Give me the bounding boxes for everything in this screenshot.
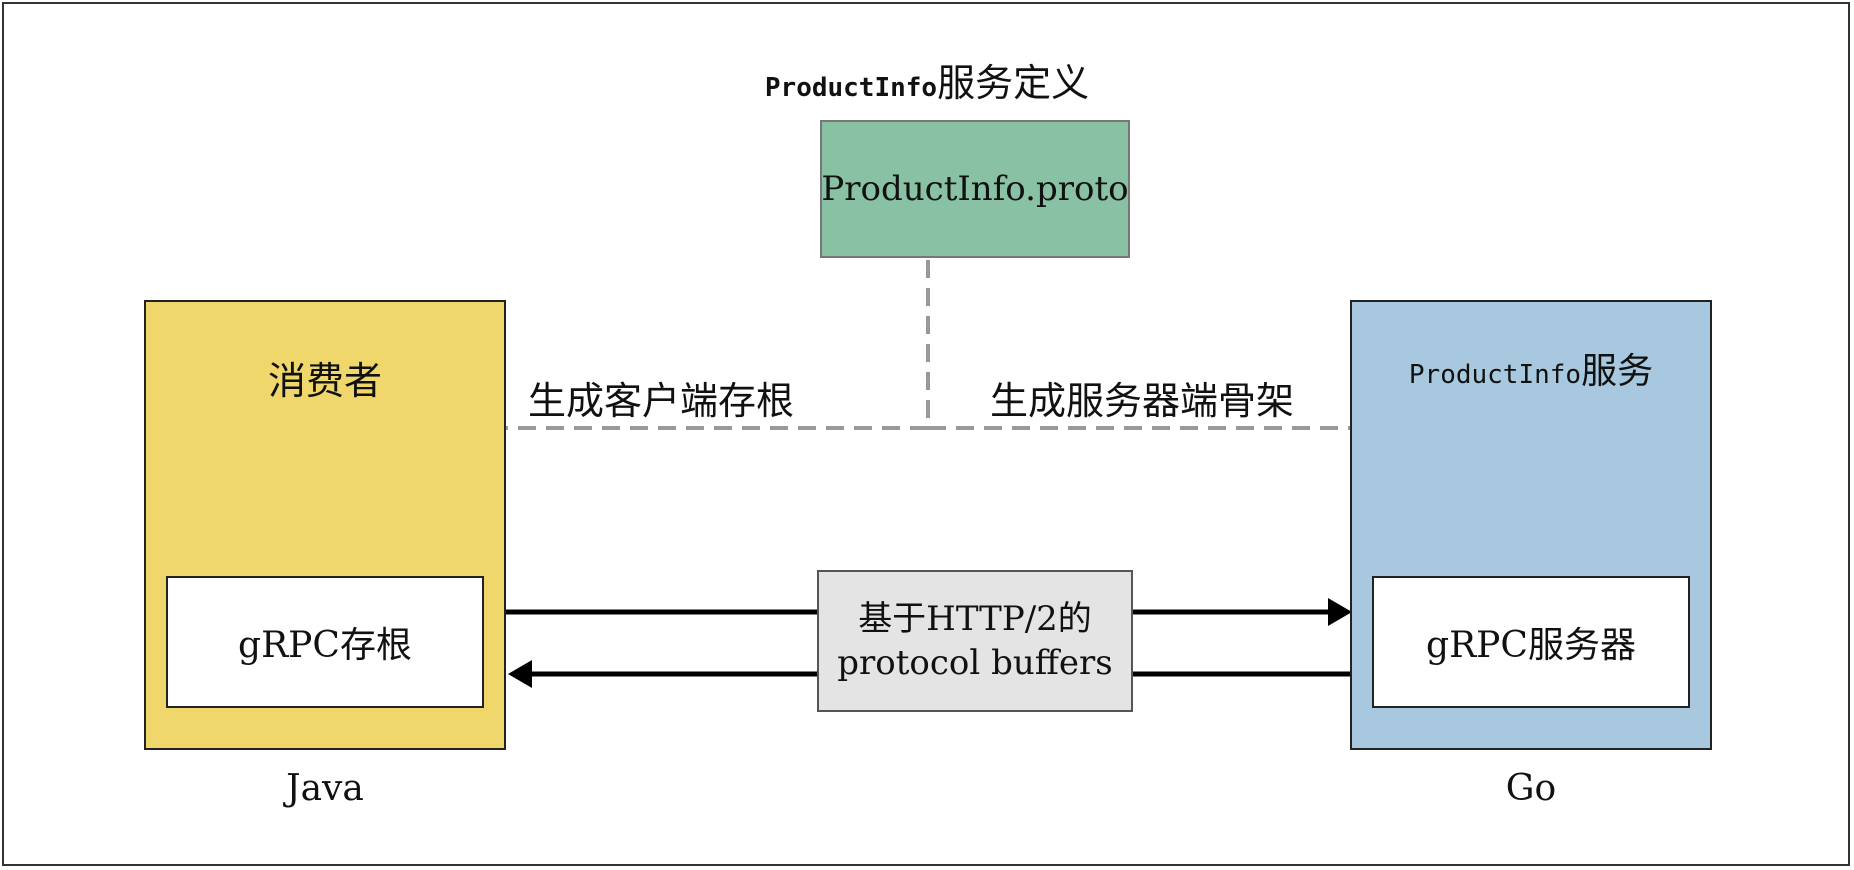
generate-client-label: 生成客户端存根 <box>528 379 795 423</box>
proto-title: ProductInfo服务定义 <box>0 52 1854 107</box>
proto-title-mono: ProductInfo <box>764 73 938 103</box>
transport-line-2: protocol buffers <box>837 643 1113 683</box>
transport-box: 基于HTTP/2的 protocol buffers <box>817 570 1133 712</box>
grpc-server-box: gRPC服务器 <box>1372 576 1690 708</box>
transport-line-1: 基于HTTP/2的 <box>858 599 1092 639</box>
grpc-stub-box: gRPC存根 <box>166 576 484 708</box>
grpc-server-label: gRPC服务器 <box>1426 625 1636 666</box>
consumer-language: Java <box>286 768 364 809</box>
proto-title-suffix: 服务定义 <box>937 61 1090 105</box>
generate-server-label: 生成服务器端骨架 <box>990 379 1295 423</box>
service-language: Go <box>1505 768 1557 809</box>
proto-file-box: ProductInfo.proto <box>820 120 1130 258</box>
service-title-mono: ProductInfo <box>1408 360 1582 390</box>
arrowhead-request <box>1328 598 1352 626</box>
grpc-stub-label: gRPC存根 <box>238 625 412 666</box>
arrowhead-response <box>508 660 532 688</box>
proto-file-label: ProductInfo.proto <box>821 169 1129 209</box>
consumer-title: 消费者 <box>267 359 382 403</box>
service-title: ProductInfo服务 <box>1350 342 1712 394</box>
service-title-suffix: 服务 <box>1581 351 1654 392</box>
